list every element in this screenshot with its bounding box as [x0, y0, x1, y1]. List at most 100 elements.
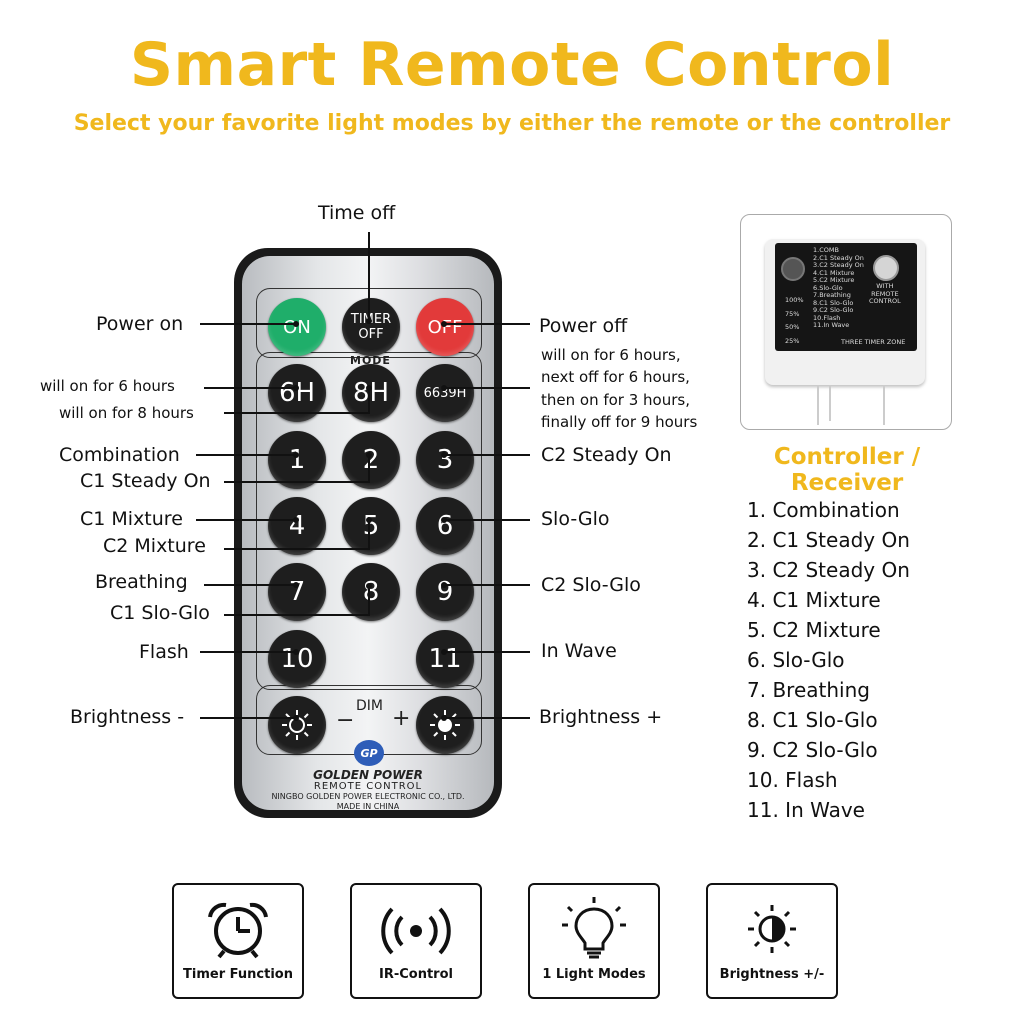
callout-line-3: [444, 454, 530, 456]
mode-6-button[interactable]: 6: [416, 497, 474, 555]
controller-title: Controller / Receiver: [773, 444, 921, 496]
label-slo-glo: Slo-Glo: [541, 508, 610, 530]
controller-mode-print: 3.C2 Steady On: [813, 261, 864, 269]
label-8h-desc: will on for 8 hours: [59, 404, 194, 422]
callout-line-4: [196, 519, 296, 521]
mode-list-item: 11. In Wave: [747, 798, 865, 822]
callout-line-8-h: [224, 614, 370, 616]
mode-list-item: 1. Combination: [747, 498, 900, 522]
mode-5-button[interactable]: 5: [342, 497, 400, 555]
mode-list-item: 9. C2 Slo-Glo: [747, 738, 878, 762]
ir-signal-icon: [381, 907, 451, 955]
page-subtitle: Select your favorite light modes by eith…: [73, 111, 951, 136]
controller-percent: 25%: [785, 336, 800, 345]
controller-mode-print: 6.Slo-Glo: [813, 283, 843, 292]
controller-mode-print: 8.C1 Slo-Glo: [813, 298, 854, 307]
callout-line-5-h: [224, 548, 370, 550]
label-power-off-desc-3: then on for 3 hours,: [541, 391, 690, 409]
controller-mode-print: 2.C1 Steady On: [813, 253, 864, 262]
callout-dot: [441, 321, 447, 327]
label-c2-steady-on: C2 Steady On: [541, 444, 672, 466]
callout-dot: [441, 649, 447, 655]
controller-mode-print: 10.Flash: [813, 313, 841, 322]
controller-with-remote-line: WITH: [876, 282, 894, 290]
label-c1-slo-glo: C1 Slo-Glo: [110, 602, 210, 624]
mode-10-button[interactable]: 10: [268, 630, 326, 688]
callout-dot: [366, 517, 372, 523]
label-power-off-desc-2: next off for 6 hours,: [541, 368, 690, 386]
minus-label: −: [336, 708, 355, 733]
controller-percent: 100%: [785, 296, 804, 304]
timer-label-line2: OFF: [358, 327, 384, 342]
mode-list-item: 5. C2 Mixture: [747, 618, 881, 642]
timer-off-button[interactable]: TIMEROFF: [342, 298, 400, 356]
mode-4-button[interactable]: 4: [268, 497, 326, 555]
controller-mode-print: 4.C1 Mixture: [813, 268, 855, 277]
mode-list-item: 4. C1 Mixture: [747, 588, 881, 612]
feature-brightness: Brightness +/-: [706, 883, 838, 999]
mode-11-button[interactable]: 11: [416, 630, 474, 688]
mode-1-button[interactable]: 1: [268, 431, 326, 489]
mode-list-item: 6. Slo-Glo: [747, 648, 845, 672]
callout-line-6: [444, 519, 530, 521]
label-power-off-desc-1: will on for 6 hours,: [541, 346, 681, 364]
wire: [883, 385, 885, 425]
brightness-down-button[interactable]: [268, 696, 326, 754]
ir-sensor-icon: [781, 257, 805, 281]
controller-percent: 50%: [785, 323, 800, 331]
sun-filled-icon: [430, 710, 460, 740]
callout-line-6639h: [444, 387, 530, 389]
controller-with-remote-line: CONTROL: [869, 297, 901, 305]
feature-label: 1 Light Modes: [542, 967, 646, 982]
plus-label: +: [392, 706, 411, 731]
mode-list-item: 3. C2 Steady On: [747, 558, 910, 582]
callout-line-11: [444, 651, 530, 653]
label-combination: Combination: [59, 444, 180, 466]
controller-mode-print: 1.COMB: [813, 246, 839, 254]
mode-3-button[interactable]: 3: [416, 431, 474, 489]
callout-line-7: [204, 584, 296, 586]
alarm-clock-icon: [208, 902, 268, 959]
callout-line-8-v: [368, 586, 370, 616]
feature-label: IR-Control: [379, 967, 453, 982]
callout-dot: [293, 715, 299, 721]
feature-timer: Timer Function: [172, 883, 304, 999]
sun-outline-icon: [282, 710, 312, 740]
on-button[interactable]: ON: [268, 298, 326, 356]
controller-brightness-scale: 100% 75% 50% 25%: [785, 296, 804, 351]
feature-light-modes: 1 Light Modes: [528, 883, 660, 999]
callout-dot: [366, 583, 372, 589]
controller-mode-print: 11.In Wave: [813, 321, 850, 329]
off-button[interactable]: OFF: [416, 298, 474, 356]
gp-logo: GP: [354, 740, 384, 766]
mode-8-button[interactable]: 8: [342, 563, 400, 621]
callout-dot: [441, 517, 447, 523]
controller-mode-button[interactable]: [873, 255, 899, 281]
mode-9-button[interactable]: 9: [416, 563, 474, 621]
label-power-off-desc-4: finally off for 9 hours: [541, 413, 698, 431]
callout-line-6h: [204, 387, 296, 389]
callout-line-brightness-plus: [444, 717, 530, 719]
callout-line-5-v: [368, 520, 370, 550]
brightness-up-button[interactable]: [416, 696, 474, 754]
6639h-button[interactable]: 6639H: [416, 364, 474, 422]
callout-dot: [293, 321, 299, 327]
mode-7-button[interactable]: 7: [268, 563, 326, 621]
label-time-off: Time off: [318, 202, 396, 224]
mode-list-item: 10. Flash: [747, 768, 838, 792]
controller-mode-print: 7.Breathing: [813, 291, 851, 299]
company-name: NINGBO GOLDEN POWER ELECTRONIC CO., LTD.: [271, 792, 465, 801]
controller-mode-print: 5.C2 Mixture: [813, 276, 855, 284]
callout-line-2-h: [224, 481, 370, 483]
callout-line-8h-v: [368, 388, 370, 414]
8h-button[interactable]: 8H: [342, 364, 400, 422]
label-c1-steady-on: C1 Steady On: [80, 470, 211, 492]
wire: [817, 385, 819, 425]
callout-dot: [293, 517, 299, 523]
callout-dot: [293, 582, 299, 588]
controller-percent: 75%: [785, 309, 800, 318]
made-in: MADE IN CHINA: [336, 802, 400, 811]
